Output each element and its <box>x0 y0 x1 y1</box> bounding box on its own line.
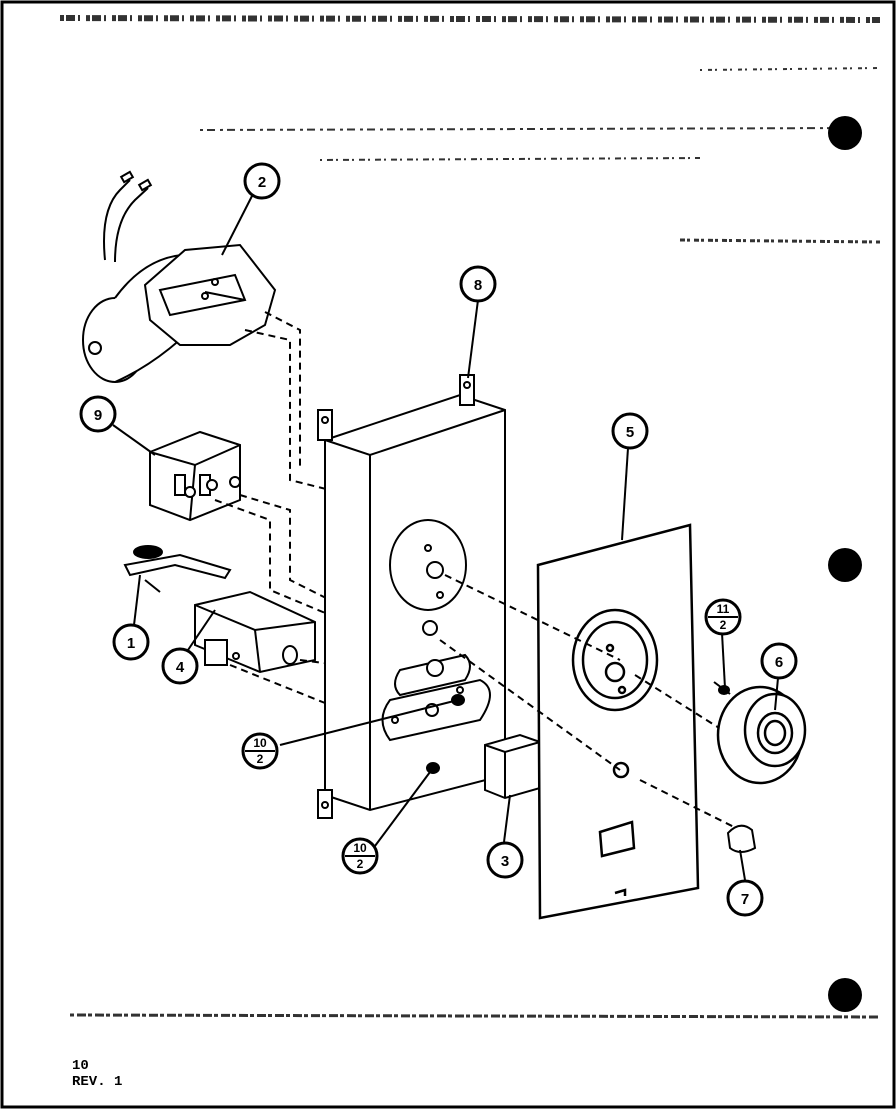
svg-text:2: 2 <box>257 752 264 766</box>
control-knob <box>716 685 807 785</box>
leader-switch-2 <box>239 494 331 601</box>
screw-11 <box>713 681 731 695</box>
callout-leaders <box>112 195 779 881</box>
svg-text:2: 2 <box>258 174 266 191</box>
svg-text:2: 2 <box>720 618 727 632</box>
svg-text:4: 4 <box>176 659 185 676</box>
callout-2: 2 <box>243 162 281 200</box>
leader-knob-shaft <box>444 574 621 661</box>
svg-text:7: 7 <box>741 891 749 908</box>
pushbutton <box>484 733 541 800</box>
leader-relay <box>229 664 331 706</box>
callout-7: 7 <box>726 879 764 917</box>
svg-text:1: 1 <box>127 635 135 652</box>
callout-10-upper: 10 2 <box>241 732 279 770</box>
control-panel <box>536 523 700 920</box>
page-number: 10 <box>72 1058 89 1074</box>
indicator-lead <box>123 545 232 593</box>
scan-noise <box>59 15 881 1019</box>
svg-text:6: 6 <box>775 654 783 671</box>
svg-text:2: 2 <box>357 857 364 871</box>
callout-6: 6 <box>760 642 798 680</box>
callout-1: 1 <box>112 623 150 661</box>
leader-relay-2 <box>299 659 341 666</box>
relay-module <box>194 590 316 674</box>
leader-motor-2 <box>264 311 301 470</box>
switch-block <box>149 430 241 522</box>
revision-label: REV. 1 <box>72 1074 123 1090</box>
binder-hole-bottom <box>828 978 862 1012</box>
callout-3: 3 <box>486 841 524 879</box>
callout-11: 11 2 <box>704 598 742 636</box>
callout-5: 5 <box>611 412 649 450</box>
leader-knob-hole <box>439 639 621 771</box>
binder-hole-middle <box>828 548 862 582</box>
callout-8: 8 <box>459 265 497 303</box>
svg-text:10: 10 <box>253 736 267 750</box>
svg-text:10: 10 <box>353 841 367 855</box>
svg-text:9: 9 <box>94 407 102 424</box>
callout-4: 4 <box>161 647 199 685</box>
leader-switch <box>214 499 331 616</box>
timer-motor <box>82 170 277 383</box>
binder-hole-top <box>828 116 862 150</box>
leader-hole-cap <box>639 779 751 836</box>
leader-motor <box>244 329 331 491</box>
svg-text:5: 5 <box>626 424 634 441</box>
svg-text:8: 8 <box>474 277 482 294</box>
svg-text:11: 11 <box>717 602 730 616</box>
mounting-bracket <box>317 374 506 819</box>
callout-10-lower: 10 2 <box>341 837 379 875</box>
callout-9: 9 <box>79 395 117 433</box>
button-cap <box>726 824 757 853</box>
svg-text:3: 3 <box>501 853 509 870</box>
